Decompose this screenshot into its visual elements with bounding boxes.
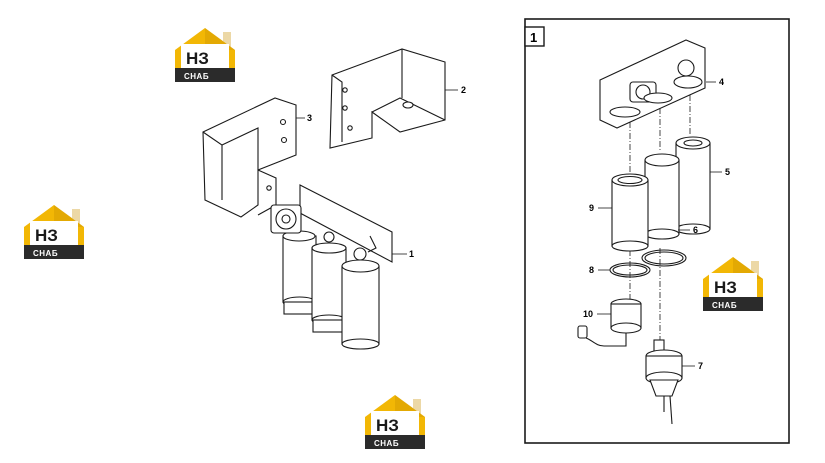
bowl-10-drawing [577, 298, 642, 347]
detail-panel: 1 [524, 18, 790, 444]
filter-6-drawing [644, 153, 680, 240]
callout-2: 2 [461, 85, 466, 95]
callout-8: 8 [589, 265, 594, 275]
logo-brand-top: НЗ [35, 226, 58, 245]
callout-4: 4 [719, 77, 724, 87]
bracket-2-drawing [329, 48, 446, 149]
logo-brand-top: НЗ [186, 49, 209, 68]
callout-9: 9 [589, 203, 594, 213]
watermark-logo: НЗ СНАБ [365, 395, 425, 449]
logo-brand-bottom: СНАБ [374, 439, 399, 448]
filter-head-drawing [599, 39, 706, 129]
seal-rings-drawing [609, 249, 687, 278]
callout-10: 10 [583, 309, 593, 319]
callout-7: 7 [698, 361, 703, 371]
filter-assembly-drawing [270, 184, 393, 350]
logo-brand-bottom: СНАБ [712, 301, 737, 310]
watermark-logo: НЗ СНАБ [703, 257, 763, 311]
detail-panel-id: 1 [530, 30, 537, 45]
bowl-7-drawing [645, 339, 683, 425]
cartridge-9-drawing [611, 173, 649, 252]
watermark-logo: НЗ СНАБ [175, 28, 235, 82]
watermark-logo: НЗ СНАБ [24, 205, 84, 259]
filter-5-drawing [675, 136, 711, 235]
bracket-3-drawing [202, 97, 297, 218]
logo-brand-top: НЗ [714, 278, 737, 297]
callout-5: 5 [725, 167, 730, 177]
logo-brand-bottom: СНАБ [184, 72, 209, 81]
callout-6: 6 [693, 225, 698, 235]
logo-brand-bottom: СНАБ [33, 249, 58, 258]
callout-1: 1 [409, 249, 414, 259]
logo-brand-top: НЗ [376, 416, 399, 435]
callout-3: 3 [307, 113, 312, 123]
